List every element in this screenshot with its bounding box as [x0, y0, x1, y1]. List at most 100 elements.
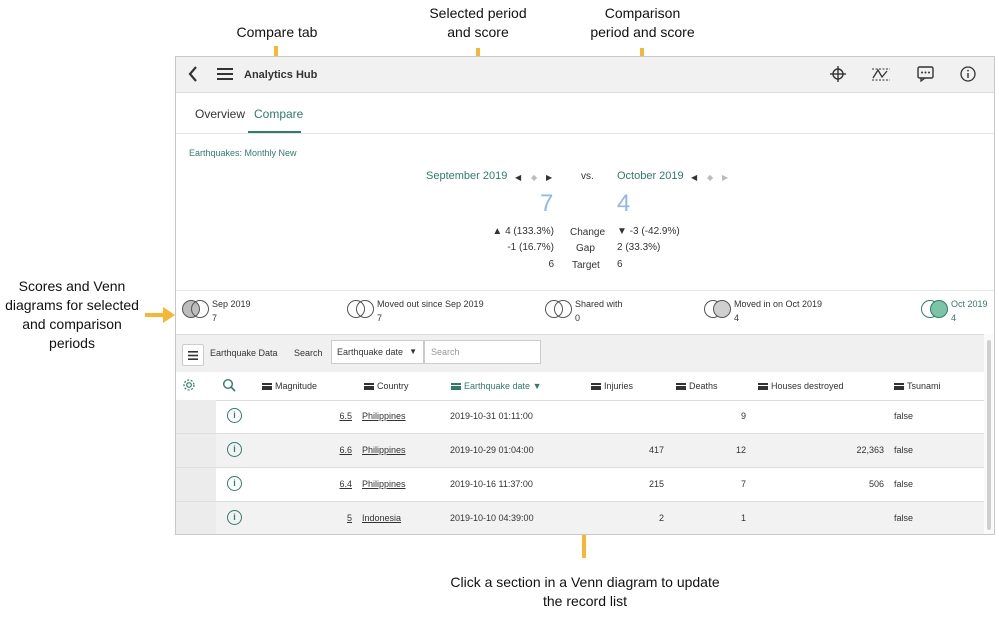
cell-magnitude[interactable]: 6.6 — [339, 445, 352, 455]
row-gutter — [176, 468, 216, 501]
cell-date: 2019-10-16 11:37:00 — [450, 479, 533, 489]
row-gutter — [176, 400, 216, 433]
next-comparison-icon[interactable]: ▶ — [722, 173, 729, 182]
cell-houses: 506 — [868, 479, 884, 489]
annotation-line: and comparison — [22, 316, 122, 332]
row-gutter — [176, 434, 216, 467]
up-triangle-icon: ▲ — [492, 226, 503, 237]
venn-moved-out-icon[interactable] — [346, 297, 376, 319]
period-dot-icon: ◆ — [707, 173, 714, 182]
venn-count: 4 — [734, 313, 740, 323]
column-injuries[interactable]: Injuries — [591, 381, 633, 391]
column-menu-icon — [894, 382, 904, 390]
venn-moved-in-icon[interactable] — [703, 297, 733, 319]
chart-threshold-icon[interactable] — [870, 63, 892, 85]
annotation-arrow-venn — [145, 307, 175, 323]
cell-country[interactable]: Philippines — [362, 411, 406, 421]
annotation-line: and score — [447, 24, 509, 40]
selected-period[interactable]: September 2019 — [426, 170, 508, 182]
info-icon[interactable]: i — [227, 510, 242, 525]
cell-magnitude[interactable]: 5 — [346, 513, 352, 523]
annotation-line: Selected period — [429, 5, 527, 21]
info-icon[interactable]: i — [227, 442, 242, 457]
comparison-target: 6 — [617, 259, 623, 270]
annotation-line: periods — [49, 335, 95, 351]
annotation-compare-tab: Compare tab — [236, 24, 318, 40]
list-menu-button[interactable] — [182, 344, 204, 366]
comparison-score[interactable]: 4 — [617, 190, 631, 217]
annotation-line: period and score — [590, 24, 695, 40]
venn-oct-2019[interactable] — [920, 297, 950, 324]
venn-sep-2019[interactable] — [181, 297, 211, 324]
venn-shared[interactable] — [544, 297, 574, 324]
change-label: Change — [570, 227, 606, 238]
cell-country[interactable]: Indonesia — [362, 513, 402, 523]
cell-deaths: 7 — [740, 479, 746, 489]
selected-score[interactable]: 7 — [540, 190, 554, 217]
info-icon[interactable]: i — [227, 408, 242, 423]
cell-deaths: 1 — [740, 513, 746, 523]
cell-magnitude[interactable]: 6.4 — [339, 479, 352, 489]
table-row[interactable]: i 6.4 Philippines 2019-10-16 11:37:00 21… — [176, 468, 984, 502]
caret-down-icon: ▼ — [409, 347, 417, 356]
venn-shared-icon[interactable] — [544, 297, 574, 319]
annotation-comparison-period: Comparison period and score — [570, 4, 715, 42]
scrollbar[interactable] — [984, 334, 994, 534]
crosshair-icon[interactable] — [827, 63, 849, 85]
column-tsunami[interactable]: Tsunami — [894, 381, 941, 391]
search-input[interactable] — [424, 340, 541, 364]
top-bar: Analytics Hub — [176, 57, 994, 93]
cell-country[interactable]: Philippines — [362, 445, 406, 455]
cell-tsunami: false — [894, 513, 914, 523]
table-row[interactable]: i 6.6 Philippines 2019-10-29 01:04:00 41… — [176, 434, 984, 468]
sort-desc-icon: ▼ — [532, 381, 542, 391]
prev-period-icon[interactable]: ◀ — [515, 173, 522, 182]
column-deaths[interactable]: Deaths — [676, 381, 718, 391]
column-menu-icon — [364, 382, 374, 390]
cell-tsunami: false — [894, 445, 914, 455]
venn-moved-out[interactable] — [346, 297, 376, 324]
venn-row: Sep 2019 7 Moved out since Sep 2019 7 Sh… — [176, 290, 994, 335]
venn-selected-icon[interactable] — [181, 297, 211, 319]
next-period-icon[interactable]: ▶ — [546, 173, 553, 182]
info-icon[interactable]: i — [227, 476, 242, 491]
annotation-line: diagrams for selected — [5, 297, 139, 313]
search-icon[interactable] — [222, 378, 236, 392]
tab-compare[interactable]: Compare — [254, 107, 304, 121]
cell-injuries: 2 — [658, 513, 664, 523]
column-magnitude[interactable]: Magnitude — [262, 381, 317, 391]
selected-change-value: 4 (133.3%) — [505, 226, 554, 237]
table-row[interactable]: i 5 Indonesia 2019-10-10 04:39:00 2 1 fa… — [176, 502, 984, 534]
cell-country[interactable]: Philippines — [362, 479, 406, 489]
column-menu-icon — [262, 382, 272, 390]
venn-label: Moved in on Oct 2019 — [734, 299, 823, 309]
venn-count: 7 — [212, 313, 218, 323]
comparison-change: ▼ -3 (-42.9%) — [617, 226, 680, 237]
column-menu-icon — [451, 382, 461, 390]
column-country[interactable]: Country — [364, 381, 409, 391]
prev-comparison-icon[interactable]: ◀ — [691, 173, 698, 182]
table-header: Magnitude Country Earthquake date ▼ Inju… — [176, 372, 984, 401]
tab-overview[interactable]: Overview — [195, 107, 246, 121]
period-dot-icon: ◆ — [531, 173, 538, 182]
cell-magnitude[interactable]: 6.5 — [339, 411, 352, 421]
gear-icon[interactable] — [182, 378, 196, 392]
comment-icon[interactable] — [914, 63, 936, 85]
hamburger-menu-icon[interactable] — [214, 63, 236, 85]
app-title: Analytics Hub — [244, 69, 318, 81]
column-label: Injuries — [604, 381, 634, 391]
indicator-title[interactable]: Earthquakes: Monthly New — [189, 148, 297, 158]
venn-moved-in[interactable] — [703, 297, 733, 324]
comparison-period[interactable]: October 2019 — [617, 170, 684, 182]
column-houses-destroyed[interactable]: Houses destroyed — [758, 381, 844, 391]
scrollbar-thumb[interactable] — [987, 340, 991, 530]
venn-label: Shared with — [575, 299, 623, 309]
search-field-select[interactable]: Earthquake date ▼ — [331, 340, 424, 364]
info-icon[interactable] — [957, 63, 979, 85]
cell-injuries: 215 — [648, 479, 664, 489]
cell-houses: 22,363 — [856, 445, 884, 455]
venn-comparison-icon[interactable] — [920, 297, 950, 319]
chevron-left-icon[interactable] — [182, 63, 204, 85]
table-row[interactable]: i 6.5 Philippines 2019-10-31 01:11:00 9 … — [176, 400, 984, 434]
column-earthquake-date[interactable]: Earthquake date ▼ — [451, 381, 542, 391]
